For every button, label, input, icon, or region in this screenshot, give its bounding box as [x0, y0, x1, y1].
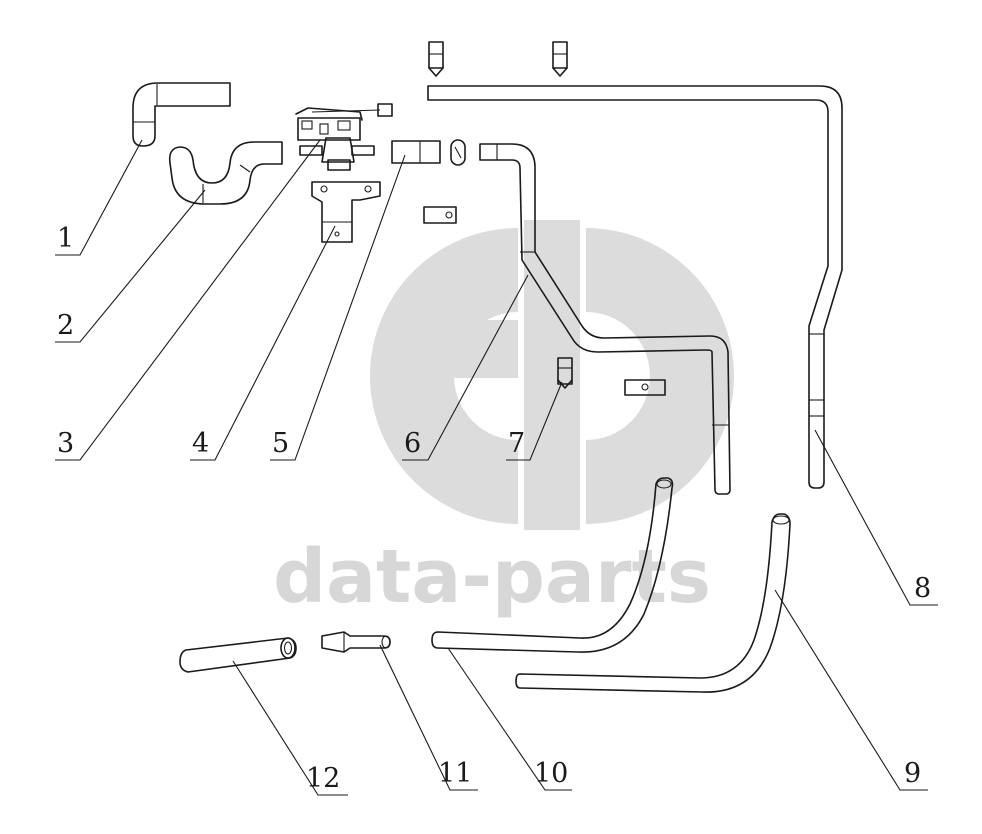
leader-3: [55, 139, 321, 461]
callout-8: 8: [914, 573, 931, 604]
callout-10: 10: [534, 758, 568, 789]
leader-5: [270, 154, 406, 461]
callout-7: 7: [508, 428, 525, 459]
callout-4: 4: [192, 428, 209, 459]
leader-7: [506, 381, 563, 461]
part-12-tube: [179, 637, 297, 673]
callout-5: 5: [272, 428, 289, 459]
watermark-logo: [370, 220, 734, 530]
leader-9: [774, 589, 928, 791]
leader-10: [447, 647, 572, 791]
part-3-valve-assembly: [295, 103, 393, 171]
callout-1: 1: [57, 223, 74, 254]
callout-3: 3: [57, 428, 74, 459]
part-2-s-hose: [168, 141, 283, 205]
callout-labels: 1 2 3 4 5 6 7 8 9 10 11 12: [57, 223, 931, 794]
callout-2: 2: [57, 310, 74, 341]
callout-6: 6: [404, 428, 421, 459]
leader-11: [379, 644, 478, 791]
leader-4: [190, 225, 336, 461]
part-1-elbow-hose: [132, 82, 231, 147]
callout-12: 12: [306, 763, 340, 794]
part-8-long-pipe: [427, 85, 843, 489]
leader-1: [55, 139, 143, 256]
part-9-curved-hose: [515, 513, 791, 693]
mounting-block-upper: [423, 206, 457, 224]
watermark-text: data-parts: [273, 534, 711, 620]
fitting-right: [552, 41, 568, 77]
mounting-block-lower: [624, 379, 666, 396]
callout-11: 11: [438, 758, 472, 789]
leader-2: [55, 189, 206, 343]
part-4-bracket: [311, 181, 381, 243]
part-7-fitting: [557, 357, 573, 389]
hose-clamp-small: [450, 139, 466, 166]
part-10-curved-hose: [431, 477, 674, 653]
leader-6: [402, 274, 529, 461]
leader-8: [814, 429, 938, 606]
part-6-long-pipe: [479, 143, 731, 495]
callout-9: 9: [904, 758, 921, 789]
part-5-sleeve: [391, 140, 441, 164]
leader-12: [232, 660, 348, 796]
fitting-left: [428, 41, 444, 77]
leader-lines: [55, 139, 938, 796]
part-11-adapter: [321, 631, 391, 653]
